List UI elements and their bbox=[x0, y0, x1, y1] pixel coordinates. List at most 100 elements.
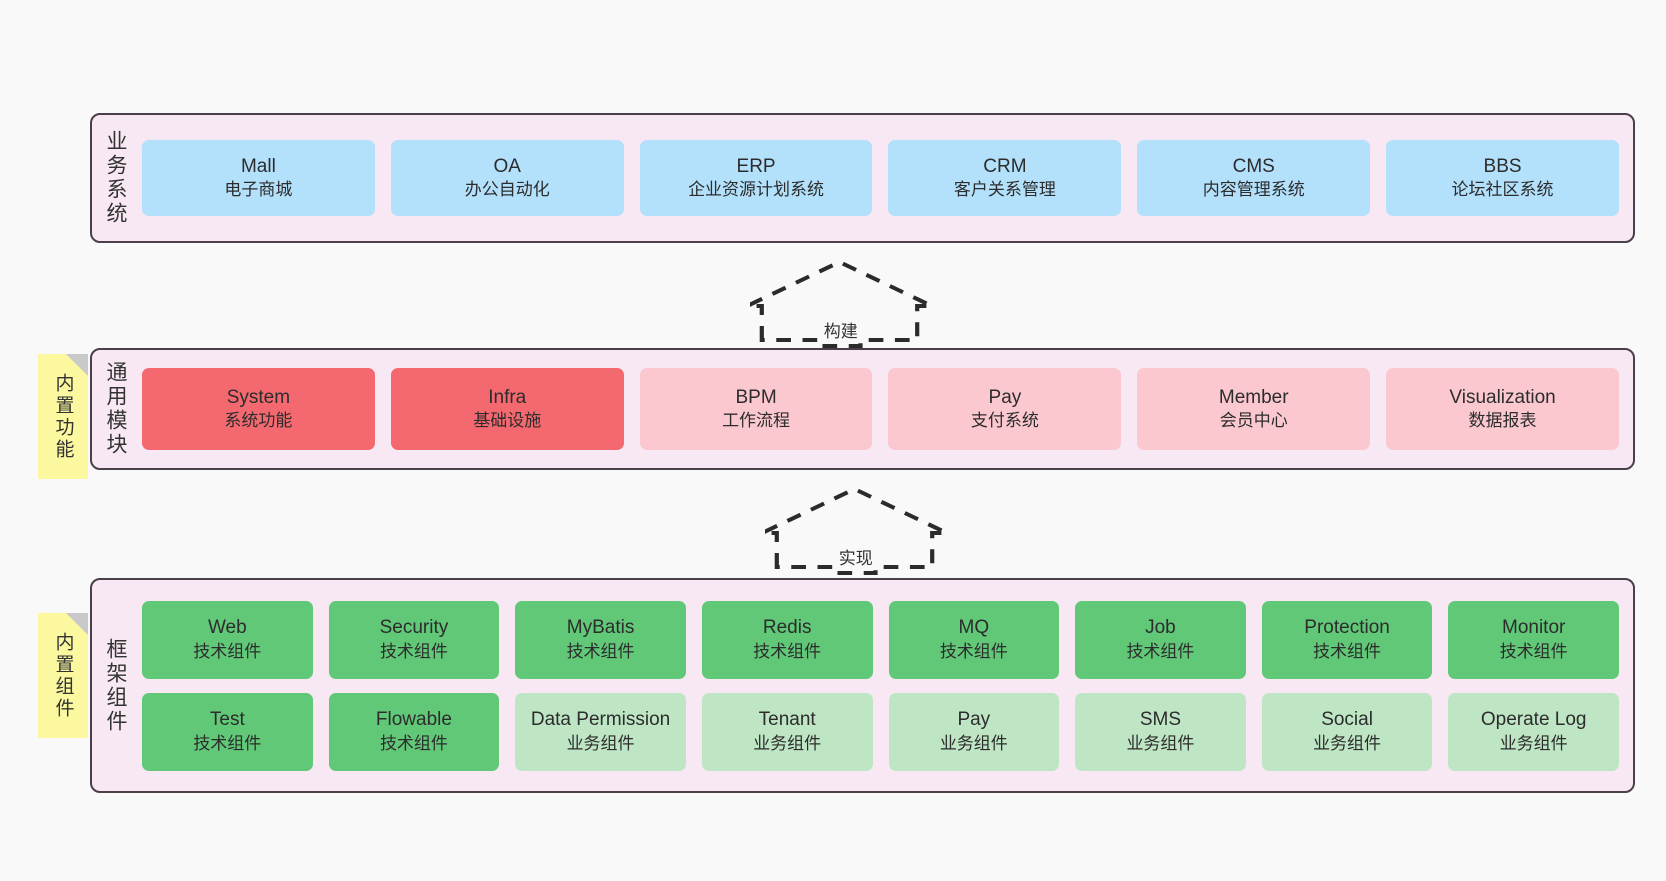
component-box-operate-log[interactable]: Operate Log 业务组件 bbox=[1448, 692, 1619, 771]
box-subtitle: 办公自动化 bbox=[464, 180, 550, 200]
component-box-monitor[interactable]: Monitor 技术组件 bbox=[1448, 600, 1619, 679]
box-title: BPM bbox=[735, 386, 777, 408]
box-subtitle: 技术组件 bbox=[193, 641, 262, 661]
box-title: Data Permission bbox=[530, 709, 671, 731]
box-title: OA bbox=[493, 155, 521, 177]
box-subtitle: 工作流程 bbox=[722, 411, 791, 431]
business-systems-row: Mall 电子商城 OA 办公自动化 ERP 企业资源计划系统 CRM 客户关系… bbox=[142, 140, 1619, 216]
component-box-redis[interactable]: Redis 技术组件 bbox=[701, 600, 873, 679]
box-subtitle: 技术组件 bbox=[566, 641, 635, 661]
note-label: 内置组件 bbox=[52, 631, 74, 720]
box-subtitle: 技术组件 bbox=[379, 733, 448, 753]
box-title: Monitor bbox=[1502, 617, 1566, 639]
layer-title-common-modules: 通用模块 bbox=[104, 361, 128, 457]
component-box-data-permission[interactable]: Data Permission 业务组件 bbox=[515, 692, 686, 771]
box-subtitle: 技术组件 bbox=[753, 641, 822, 661]
box-title: Visualization bbox=[1449, 386, 1556, 408]
box-subtitle: 数据报表 bbox=[1468, 411, 1537, 431]
module-box-visualization[interactable]: Visualization 数据报表 bbox=[1386, 368, 1619, 450]
box-title: Security bbox=[379, 617, 449, 639]
box-title: Tenant bbox=[758, 709, 816, 731]
box-subtitle: 客户关系管理 bbox=[953, 180, 1056, 200]
box-subtitle: 业务组件 bbox=[1126, 733, 1195, 753]
box-title: Web bbox=[207, 617, 247, 639]
note-builtin-features: 内置功能 bbox=[38, 354, 88, 479]
component-box-web[interactable]: Web 技术组件 bbox=[142, 600, 313, 679]
layer-body-common-modules: System 系统功能 Infra 基础设施 BPM 工作流程 Pay 支付系统… bbox=[138, 350, 1633, 468]
system-box-erp[interactable]: ERP 企业资源计划系统 bbox=[639, 140, 873, 216]
box-subtitle: 技术组件 bbox=[1126, 641, 1195, 661]
box-title: Member bbox=[1218, 386, 1289, 408]
build-arrow: 构建 bbox=[746, 258, 933, 348]
note-fold-corner-icon bbox=[66, 613, 88, 635]
box-subtitle: 内容管理系统 bbox=[1202, 180, 1305, 200]
common-modules-row: System 系统功能 Infra 基础设施 BPM 工作流程 Pay 支付系统… bbox=[142, 368, 1619, 450]
system-box-cms[interactable]: CMS 内容管理系统 bbox=[1137, 140, 1371, 216]
layer-body-business-systems: Mall 电子商城 OA 办公自动化 ERP 企业资源计划系统 CRM 客户关系… bbox=[138, 115, 1633, 241]
note-label: 内置功能 bbox=[52, 372, 74, 461]
component-box-mq[interactable]: MQ 技术组件 bbox=[888, 600, 1060, 679]
box-subtitle: 业务组件 bbox=[1499, 733, 1568, 753]
implement-arrow: 实现 bbox=[761, 485, 948, 575]
layer-framework-components: 框架组件 Web 技术组件 Security 技术组件 MyBatis 技术组件… bbox=[90, 578, 1635, 793]
box-title: Protection bbox=[1304, 617, 1390, 639]
box-title: MyBatis bbox=[566, 617, 635, 639]
box-title: Pay bbox=[957, 709, 991, 731]
layer-title-business-systems: 业务系统 bbox=[104, 130, 128, 226]
box-title: Social bbox=[1321, 709, 1373, 731]
module-box-member[interactable]: Member 会员中心 bbox=[1137, 368, 1371, 450]
module-box-pay[interactable]: Pay 支付系统 bbox=[888, 368, 1122, 450]
component-box-social[interactable]: Social 业务组件 bbox=[1261, 692, 1433, 771]
module-box-bpm[interactable]: BPM 工作流程 bbox=[639, 368, 873, 450]
box-title: BBS bbox=[1483, 155, 1522, 177]
box-subtitle: 技术组件 bbox=[939, 641, 1008, 661]
system-box-mall[interactable]: Mall 电子商城 bbox=[142, 140, 375, 216]
layer-common-modules: 通用模块 System 系统功能 Infra 基础设施 BPM 工作流程 Pay… bbox=[90, 348, 1635, 470]
box-title: Pay bbox=[988, 386, 1022, 408]
component-box-tenant[interactable]: Tenant 业务组件 bbox=[701, 692, 873, 771]
box-title: Infra bbox=[488, 386, 527, 408]
box-title: CMS bbox=[1232, 155, 1275, 177]
module-box-system[interactable]: System 系统功能 bbox=[142, 368, 375, 450]
box-subtitle: 基础设施 bbox=[473, 411, 542, 431]
box-title: System bbox=[226, 386, 291, 408]
box-subtitle: 系统功能 bbox=[224, 411, 293, 431]
layer-business-systems: 业务系统 Mall 电子商城 OA 办公自动化 ERP 企业资源计划系统 CRM… bbox=[90, 113, 1635, 243]
component-box-flowable[interactable]: Flowable 技术组件 bbox=[328, 692, 500, 771]
component-box-test[interactable]: Test 技术组件 bbox=[142, 692, 313, 771]
implement-arrow-icon bbox=[761, 486, 948, 575]
box-title: CRM bbox=[983, 155, 1027, 177]
box-title: Test bbox=[209, 709, 245, 731]
box-subtitle: 技术组件 bbox=[1313, 641, 1382, 661]
box-title: Mall bbox=[240, 155, 276, 177]
box-subtitle: 技术组件 bbox=[1499, 641, 1568, 661]
box-title: Operate Log bbox=[1480, 709, 1587, 731]
box-subtitle: 业务组件 bbox=[566, 733, 635, 753]
component-box-job[interactable]: Job 技术组件 bbox=[1075, 600, 1246, 679]
component-box-sms[interactable]: SMS 业务组件 bbox=[1075, 692, 1246, 771]
box-subtitle: 技术组件 bbox=[193, 733, 262, 753]
box-subtitle: 企业资源计划系统 bbox=[688, 180, 825, 200]
box-title: Flowable bbox=[375, 709, 452, 731]
system-box-bbs[interactable]: BBS 论坛社区系统 bbox=[1386, 140, 1619, 216]
component-box-security[interactable]: Security 技术组件 bbox=[328, 600, 500, 679]
framework-components-row-business: Test 技术组件 Flowable 技术组件 Data Permission … bbox=[142, 692, 1619, 771]
box-title: Redis bbox=[762, 617, 812, 639]
box-subtitle: 技术组件 bbox=[379, 641, 448, 661]
box-subtitle: 业务组件 bbox=[1313, 733, 1382, 753]
system-box-oa[interactable]: OA 办公自动化 bbox=[390, 140, 624, 216]
component-box-mybatis[interactable]: MyBatis 技术组件 bbox=[515, 600, 686, 679]
box-title: MQ bbox=[958, 617, 990, 639]
implement-arrow-label: 实现 bbox=[837, 544, 874, 569]
component-box-protection[interactable]: Protection 技术组件 bbox=[1261, 600, 1433, 679]
build-arrow-icon bbox=[746, 259, 933, 348]
component-box-pay[interactable]: Pay 业务组件 bbox=[888, 692, 1060, 771]
box-subtitle: 会员中心 bbox=[1219, 411, 1288, 431]
build-arrow-label: 构建 bbox=[822, 317, 859, 342]
note-fold-corner-icon bbox=[66, 354, 88, 376]
system-box-crm[interactable]: CRM 客户关系管理 bbox=[888, 140, 1122, 216]
box-subtitle: 业务组件 bbox=[939, 733, 1008, 753]
note-builtin-components: 内置组件 bbox=[38, 613, 88, 738]
module-box-infra[interactable]: Infra 基础设施 bbox=[390, 368, 624, 450]
